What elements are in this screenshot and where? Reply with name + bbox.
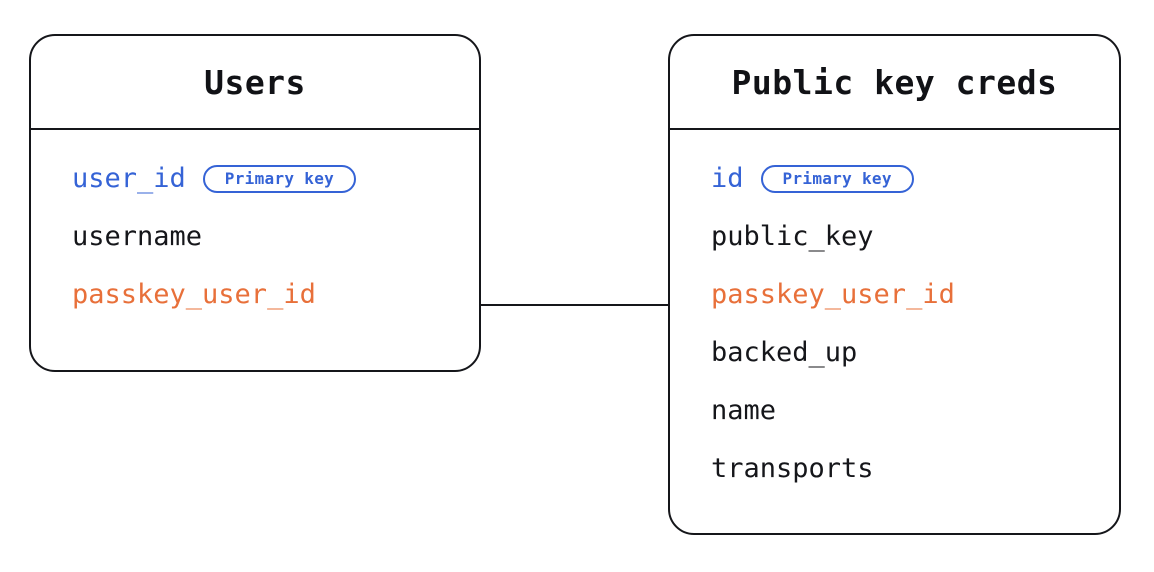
entity-field-list-users: user_id Primary key username passkey_user_i… — [31, 128, 479, 370]
field-row[interactable]: public_key — [711, 222, 1119, 252]
field-row[interactable]: passkey_user_id — [72, 280, 479, 310]
field-name: user_id — [72, 163, 186, 194]
field-name: name — [711, 395, 777, 426]
field-row[interactable]: backed_up — [711, 338, 1119, 368]
field-name: passkey_user_id — [72, 279, 316, 310]
relationship-connector — [479, 304, 670, 306]
field-row[interactable]: id Primary key — [711, 164, 1119, 194]
field-name: public_key — [711, 221, 874, 252]
entity-table-users[interactable]: Users user_id Primary key username passkey_u… — [29, 34, 481, 372]
primary-key-badge: Primary key — [202, 165, 357, 193]
primary-key-badge: Primary key — [760, 165, 914, 193]
field-name: passkey_user_id — [711, 279, 955, 310]
entity-title: Public key creds — [731, 62, 1058, 102]
entity-header-public_key_creds: Public key creds — [670, 36, 1119, 128]
field-name: transports — [711, 453, 874, 484]
entity-header-divider — [670, 128, 1119, 130]
field-row[interactable]: username — [72, 222, 479, 252]
field-name: username — [72, 221, 203, 252]
entity-header-users: Users — [31, 36, 479, 128]
field-name: backed_up — [711, 337, 858, 368]
field-row[interactable]: transports — [711, 454, 1119, 484]
entity-title: Users — [204, 62, 306, 102]
field-row[interactable]: user_id Primary key — [72, 164, 479, 194]
primary-key-badge-label: Primary key — [782, 169, 892, 188]
entity-header-divider — [31, 128, 479, 130]
field-row[interactable]: passkey_user_id — [711, 280, 1119, 310]
field-name: id — [711, 163, 744, 194]
primary-key-badge-label: Primary key — [224, 169, 335, 188]
field-row[interactable]: name — [711, 396, 1119, 426]
